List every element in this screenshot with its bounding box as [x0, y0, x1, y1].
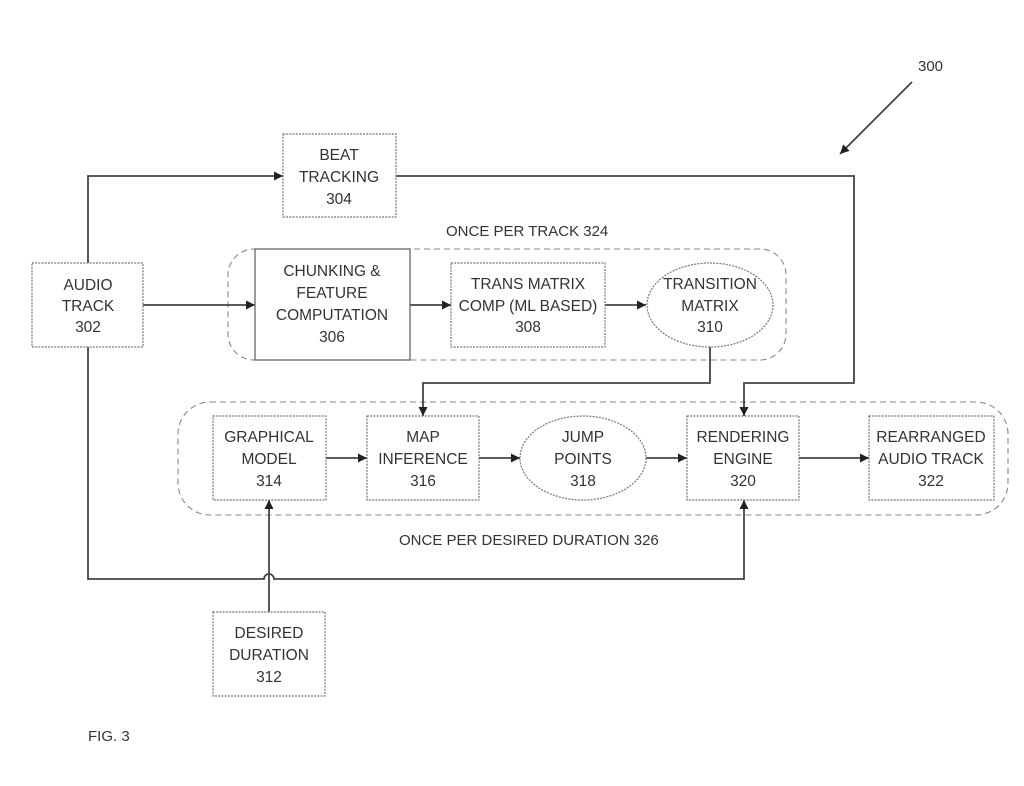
- node-number: 312: [256, 669, 282, 686]
- node-text: TRACKING: [299, 169, 379, 186]
- node-text: MAP: [406, 429, 440, 446]
- node-transition-matrix: TRANSITION MATRIX 310: [646, 262, 774, 348]
- node-text: COMP (ML BASED): [459, 298, 598, 315]
- connectors: [87, 81, 913, 612]
- node-graphical-model: GRAPHICAL MODEL 314: [212, 415, 327, 501]
- node-number: 320: [730, 473, 756, 490]
- node-text: TRANSITION: [663, 276, 757, 293]
- edge-audio-to-beat: [87, 171, 283, 263]
- group-label-once-per-track: ONCE PER TRACK 324: [446, 223, 608, 240]
- reference-arrow: [839, 81, 913, 155]
- node-beat-tracking: BEAT TRACKING 304: [282, 133, 397, 218]
- node-text: MODEL: [241, 451, 297, 468]
- node-text: GRAPHICAL: [224, 429, 314, 446]
- node-rearranged-audio-track: REARRANGED AUDIO TRACK 322: [868, 415, 995, 501]
- node-number: 304: [326, 191, 352, 208]
- node-text: TRANS MATRIX: [471, 276, 586, 293]
- node-text: AUDIO TRACK: [878, 451, 984, 468]
- node-map-inference: MAP INFERENCE 316: [366, 415, 480, 501]
- node-desired-duration: DESIRED DURATION 312: [212, 611, 326, 697]
- node-text: DURATION: [229, 647, 309, 664]
- edge-beat-to-rendering: [396, 175, 855, 416]
- node-audio-track: AUDIO TRACK 302: [31, 262, 144, 348]
- group-once-per-desired-duration: [177, 401, 1009, 516]
- node-trans-matrix-comp: TRANS MATRIX COMP (ML BASED) 308: [450, 262, 606, 348]
- node-number: 306: [319, 329, 345, 346]
- node-number: 322: [918, 473, 944, 490]
- node-text: ENGINE: [713, 451, 772, 468]
- node-text: MATRIX: [681, 298, 739, 315]
- node-jump-points: JUMP POINTS 318: [519, 415, 647, 501]
- node-text: FEATURE: [296, 285, 367, 302]
- node-text: COMPUTATION: [276, 307, 388, 324]
- node-number: 316: [410, 473, 436, 490]
- figure-reference-number: 300: [918, 58, 943, 75]
- node-text: JUMP: [562, 429, 604, 446]
- node-number: 308: [515, 319, 541, 336]
- figure-caption: FIG. 3: [88, 728, 130, 745]
- node-text: DESIRED: [235, 625, 304, 642]
- edge-matrix-to-map: [418, 346, 711, 416]
- node-text: RENDERING: [696, 429, 789, 446]
- node-text: CHUNKING &: [283, 263, 381, 280]
- node-text: REARRANGED: [876, 429, 985, 446]
- node-number: 314: [256, 473, 282, 490]
- node-number: 302: [75, 319, 101, 336]
- node-chunking-feature-computation: CHUNKING & FEATURE COMPUTATION 306: [254, 248, 411, 361]
- node-text: INFERENCE: [378, 451, 468, 468]
- node-text: BEAT: [319, 147, 359, 164]
- node-text: TRACK: [62, 298, 115, 315]
- node-number: 318: [570, 473, 596, 490]
- node-number: 310: [697, 319, 723, 336]
- node-rendering-engine: RENDERING ENGINE 320: [686, 415, 800, 501]
- node-text: POINTS: [554, 451, 612, 468]
- node-text: AUDIO: [63, 277, 112, 294]
- group-label-once-per-desired-duration: ONCE PER DESIRED DURATION 326: [399, 532, 659, 549]
